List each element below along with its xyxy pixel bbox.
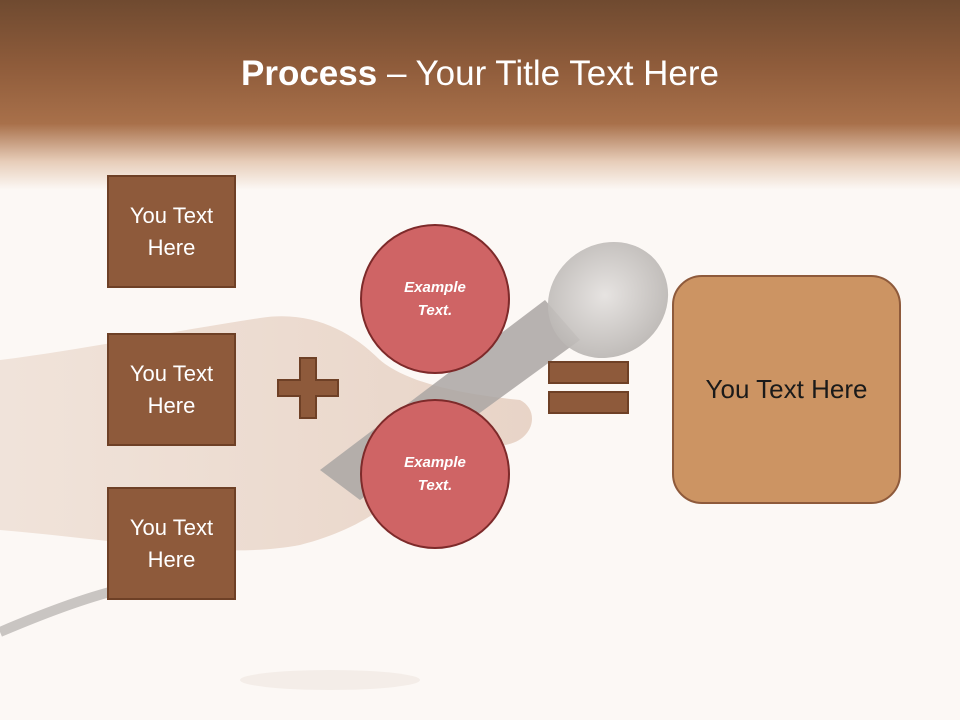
example-circle-2[interactable]: Example Text. (360, 399, 510, 549)
title-bold-text: Process (241, 54, 378, 93)
title-rest-text: – Your Title Text Here (377, 54, 719, 93)
text-box-1[interactable]: You Text Here (107, 175, 236, 288)
plus-icon (277, 357, 339, 419)
example-circle-1-label: Example Text. (404, 279, 466, 319)
example-circle-2-label: Example Text. (404, 454, 466, 494)
equals-icon (548, 361, 629, 414)
text-box-3-label: You Text Here (129, 514, 214, 572)
result-box-label: You Text Here (705, 374, 868, 404)
text-box-1-label: You Text Here (129, 202, 214, 260)
example-circle-1[interactable]: Example Text. (360, 224, 510, 374)
text-box-3[interactable]: You Text Here (107, 487, 236, 600)
slide-title: Process – Your Title Text Here (0, 52, 960, 96)
result-box[interactable]: You Text Here (672, 275, 901, 504)
text-box-2[interactable]: You Text Here (107, 333, 236, 446)
text-box-2-label: You Text Here (129, 360, 214, 418)
header-band (0, 0, 960, 190)
